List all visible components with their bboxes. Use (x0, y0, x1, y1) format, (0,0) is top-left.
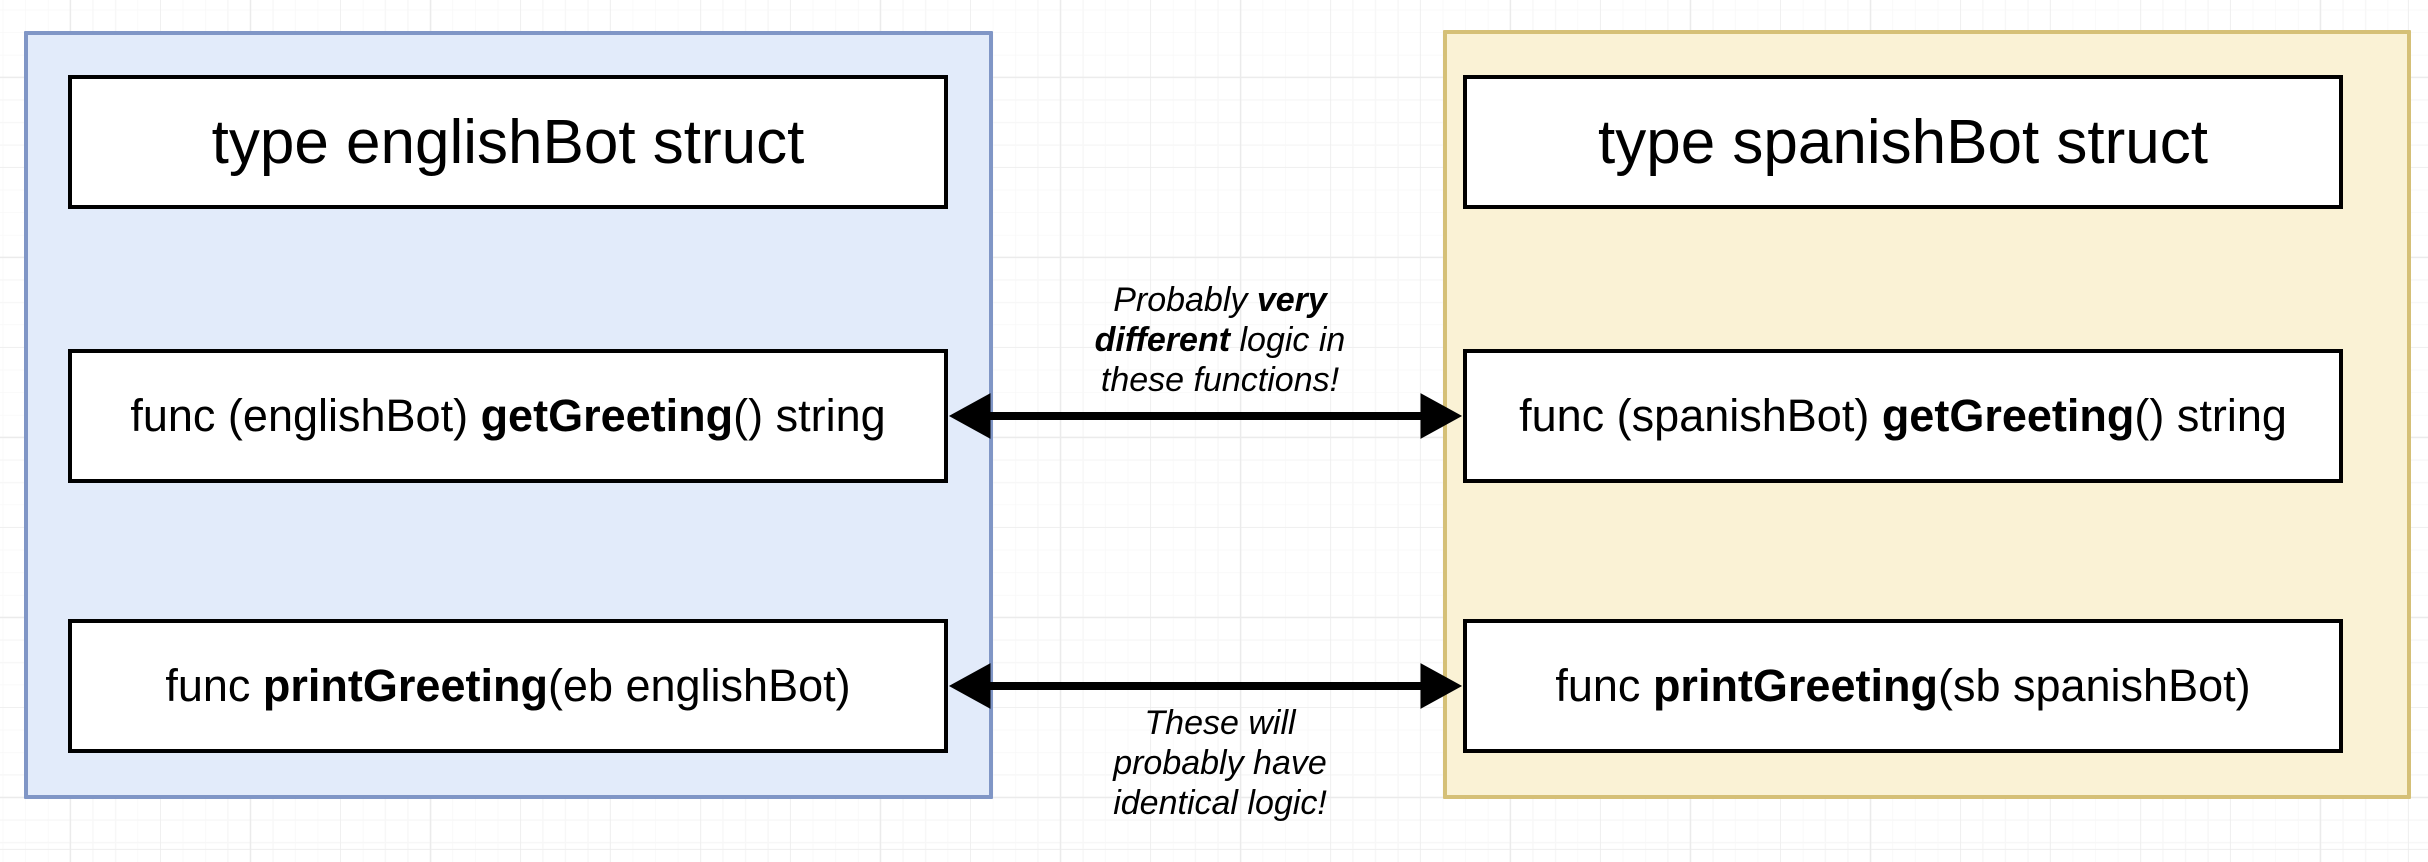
english-bot-struct-title-box: type englishBot struct (68, 75, 948, 209)
english-getgreeting-box: func (englishBot) getGreeting() string (68, 349, 948, 483)
func-signature: func printGreeting(eb englishBot) (165, 660, 851, 711)
annotation-text-segment: identical logic! (1113, 784, 1327, 822)
annotation-text-segment: logic in (1230, 321, 1346, 359)
func-signature: func (spanishBot) getGreeting() string (1519, 390, 2287, 441)
spanish-bot-struct-title-box: type spanishBot struct (1463, 75, 2343, 209)
annotation-text-segment: these functions! (1100, 361, 1340, 399)
spanish-printgreeting-box: func printGreeting(sb spanishBot) (1463, 619, 2343, 753)
annotation-text-segment: Probably (1113, 281, 1257, 319)
double-arrow-printgreeting (948, 663, 1463, 709)
func-signature: func (englishBot) getGreeting() string (130, 390, 886, 441)
func-signature: func printGreeting(sb spanishBot) (1555, 660, 2251, 711)
annotation-identical-logic: These will probably have identical logic… (1000, 703, 1440, 823)
spanish-bot-struct-title: type spanishBot struct (1598, 107, 2208, 177)
annotation-text-segment: probably have (1113, 744, 1327, 782)
annotation-different-logic: Probably very different logic in these f… (1000, 280, 1440, 400)
english-bot-struct-title: type englishBot struct (211, 107, 805, 177)
annotation-text-bold: very (1256, 281, 1327, 319)
annotation-text-segment: These will (1144, 704, 1296, 742)
annotation-text-bold: different (1094, 321, 1231, 359)
double-arrow-getgreeting (948, 393, 1463, 439)
spanish-getgreeting-box: func (spanishBot) getGreeting() string (1463, 349, 2343, 483)
english-printgreeting-box: func printGreeting(eb englishBot) (68, 619, 948, 753)
